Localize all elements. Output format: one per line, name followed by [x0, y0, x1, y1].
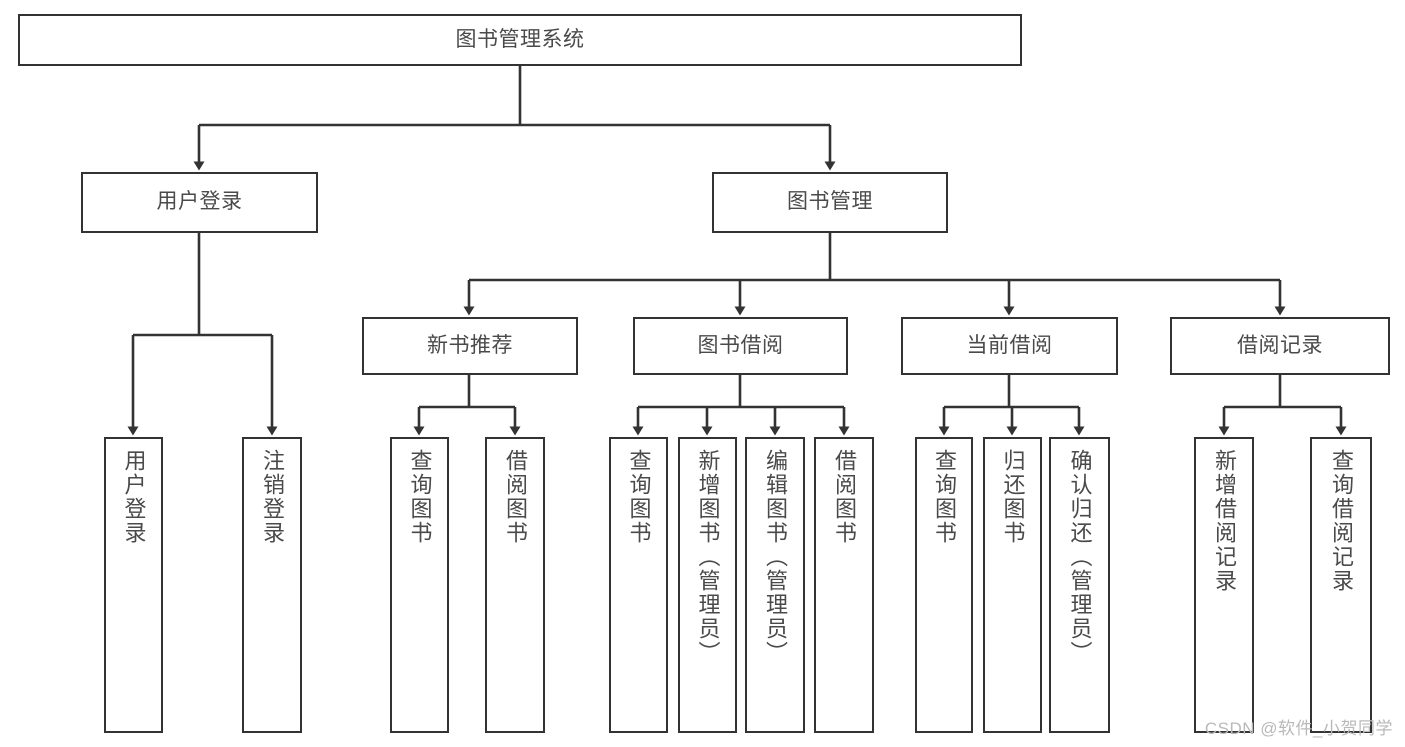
- leaf-borrow-query-book-label: 查询图书: [626, 449, 652, 545]
- leaf-record-query-label: 查询借阅记录: [1329, 449, 1354, 593]
- node-root-label: 图书管理系统: [455, 27, 585, 51]
- leaf-borrow-borrow-book-label: 借阅图书: [832, 449, 857, 545]
- node-new-book-recommend[interactable]: 新书推荐: [362, 317, 578, 375]
- node-book-management[interactable]: 图书管理: [712, 172, 948, 233]
- node-user-login[interactable]: 用户登录: [81, 172, 318, 233]
- leaf-current-confirm-return[interactable]: 确认归还（管理员）: [1049, 437, 1110, 733]
- leaf-user-login-signout[interactable]: 注销登录: [242, 437, 302, 733]
- leaf-borrow-edit-book[interactable]: 编辑图书（管理员）: [745, 437, 805, 733]
- node-book-borrow-label: 图书借阅: [697, 333, 784, 357]
- leaf-borrow-add-book[interactable]: 新增图书（管理员）: [678, 437, 737, 733]
- leaf-user-login-signin-label: 用户登录: [121, 449, 147, 545]
- leaf-record-add[interactable]: 新增借阅记录: [1194, 437, 1254, 733]
- node-book-borrow[interactable]: 图书借阅: [633, 317, 848, 375]
- node-new-book-recommend-label: 新书推荐: [427, 333, 513, 357]
- leaf-record-query[interactable]: 查询借阅记录: [1310, 437, 1372, 733]
- node-root[interactable]: 图书管理系统: [18, 14, 1022, 66]
- csdn-watermark: CSDN @软件_小贺同学: [1204, 719, 1393, 738]
- leaf-current-return-book-label: 归还图书: [1000, 449, 1026, 545]
- leaf-borrow-add-book-label: 新增图书（管理员）: [695, 449, 721, 665]
- node-current-borrow-label: 当前借阅: [966, 333, 1053, 357]
- leaf-current-return-book[interactable]: 归还图书: [983, 437, 1042, 733]
- leaf-user-login-signout-label: 注销登录: [260, 449, 285, 545]
- leaf-user-login-signin[interactable]: 用户登录: [104, 437, 163, 733]
- node-borrow-record-label: 借阅记录: [1237, 333, 1323, 357]
- leaf-borrow-edit-book-label: 编辑图书（管理员）: [763, 449, 788, 665]
- leaf-current-confirm-return-label: 确认归还（管理员）: [1067, 449, 1093, 665]
- node-borrow-record[interactable]: 借阅记录: [1170, 317, 1390, 375]
- leaf-new-book-borrow-label: 借阅图书: [503, 449, 528, 545]
- leaf-new-book-query-label: 查询图书: [407, 449, 433, 545]
- node-user-login-label: 用户登录: [156, 190, 243, 214]
- leaf-borrow-borrow-book[interactable]: 借阅图书: [814, 437, 874, 733]
- node-book-management-label: 图书管理: [787, 190, 873, 214]
- node-current-borrow[interactable]: 当前借阅: [901, 317, 1118, 375]
- leaf-borrow-query-book[interactable]: 查询图书: [609, 437, 668, 733]
- leaf-new-book-borrow[interactable]: 借阅图书: [485, 437, 545, 733]
- leaf-current-query-book-label: 查询图书: [932, 449, 957, 545]
- leaf-record-add-label: 新增借阅记录: [1212, 449, 1237, 593]
- leaf-current-query-book[interactable]: 查询图书: [915, 437, 973, 733]
- leaf-new-book-query[interactable]: 查询图书: [390, 437, 449, 733]
